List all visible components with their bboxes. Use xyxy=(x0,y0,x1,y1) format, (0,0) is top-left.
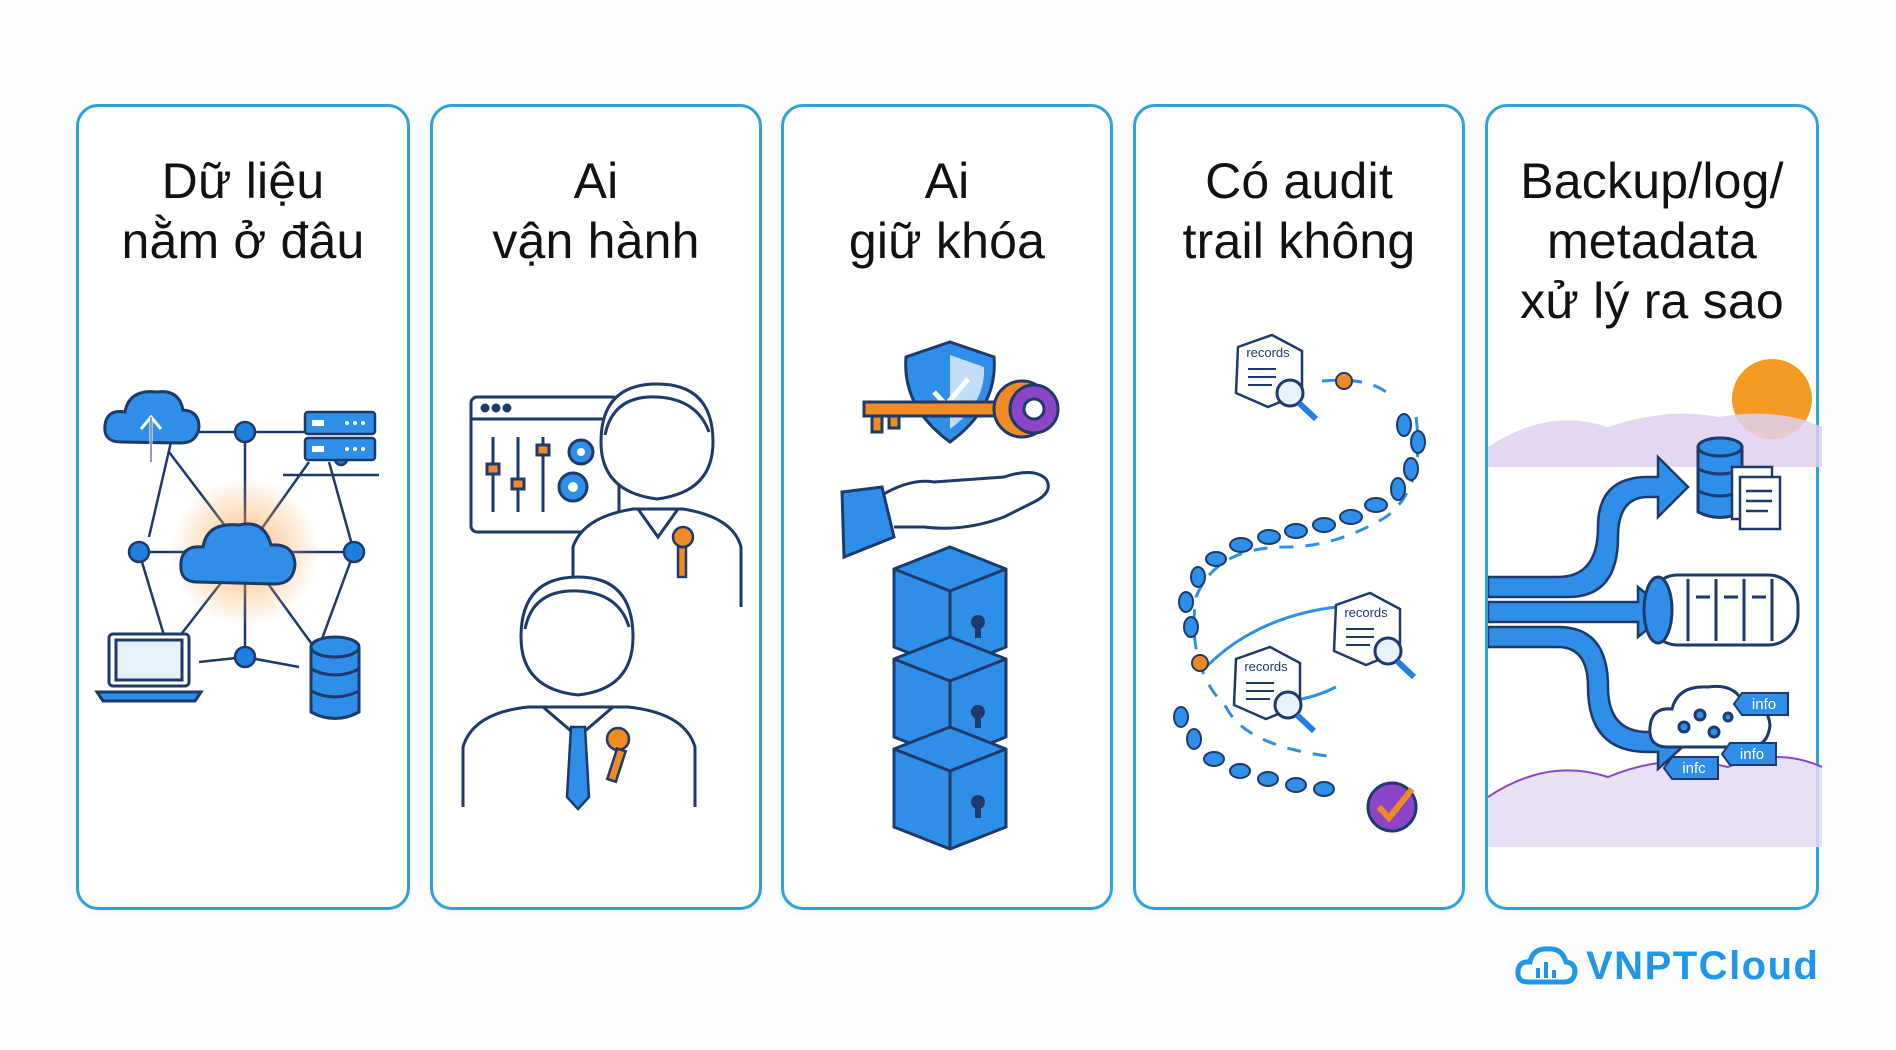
backup-flow-illustration: info info infc xyxy=(1488,359,1822,847)
records-label: records xyxy=(1246,345,1290,360)
card-data-location: Dữ liệu nằm ở đâu xyxy=(76,104,410,910)
operators-illustration xyxy=(461,382,743,811)
key-vault-illustration xyxy=(840,340,1060,851)
data-network-illustration xyxy=(94,390,379,720)
vnpt-cloud-logo: VNPTCloud xyxy=(1514,938,1824,998)
infc-tag-label: infc xyxy=(1682,760,1706,777)
records-label: records xyxy=(1344,605,1388,620)
card-title: Dữ liệu nằm ở đâu xyxy=(121,153,365,269)
audit-trail-illustration: records records records xyxy=(1173,333,1426,833)
info-tag-label: info xyxy=(1740,746,1764,763)
records-label: records xyxy=(1244,659,1288,674)
cloud-logo-icon xyxy=(1515,946,1578,985)
card-title: Ai vận hành xyxy=(492,153,700,269)
info-tag-label: info xyxy=(1752,696,1776,713)
card-audit-trail: Có audit trail không records re xyxy=(1133,104,1465,910)
card-backup-log-metadata: Backup/log/ metadata xử lý ra sao xyxy=(1485,104,1822,910)
brand-name: VNPTCloud xyxy=(1586,944,1820,988)
card-key-holder: Ai giữ khóa xyxy=(781,104,1113,910)
card-title: Có audit trail không xyxy=(1182,153,1416,269)
card-operators: Ai vận hành xyxy=(430,104,762,910)
card-title: Ai giữ khóa xyxy=(848,153,1046,269)
card-title: Backup/log/ metadata xử lý ra sao xyxy=(1520,153,1784,329)
